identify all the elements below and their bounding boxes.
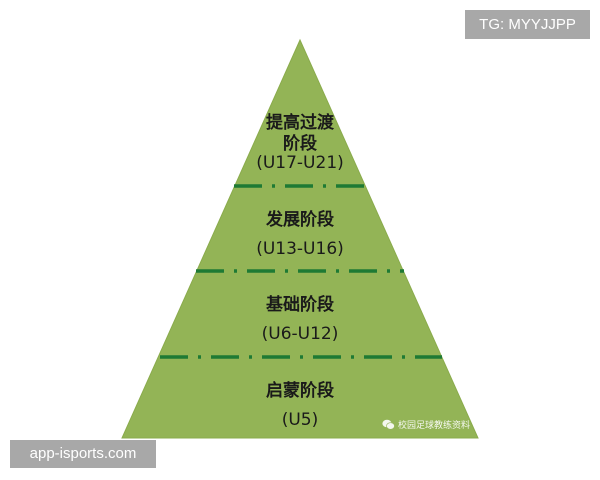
watermark: 校园足球教练资料 — [382, 418, 470, 431]
wechat-icon — [382, 419, 395, 430]
level-dividers — [160, 184, 442, 359]
level-1-age: (U17-U21) — [256, 153, 344, 173]
level-4-age: (U5) — [281, 410, 319, 430]
level-1-stage-line2: 阶段 — [283, 134, 317, 154]
top-right-tag: TG: MYYJJPP — [465, 10, 590, 39]
level-1-stage-line1: 提高过渡 — [266, 113, 334, 133]
bottom-left-tag: app-isports.com — [10, 440, 156, 468]
level-3-stage: 基础阶段 — [266, 295, 334, 315]
level-3-age: (U6-U12) — [261, 324, 339, 344]
watermark-text: 校园足球教练资料 — [398, 421, 471, 431]
level-2-age: (U13-U16) — [256, 239, 344, 259]
level-4-stage: 启蒙阶段 — [266, 381, 334, 401]
level-2-stage: 发展阶段 — [266, 210, 334, 230]
pyramid-shape — [121, 38, 479, 439]
